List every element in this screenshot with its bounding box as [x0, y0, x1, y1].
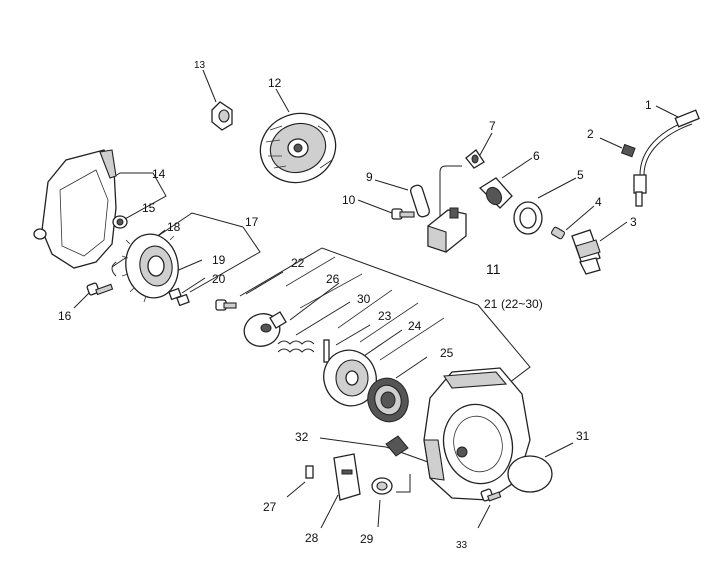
part-27-block	[305, 465, 314, 479]
part-29-grommet	[371, 477, 393, 495]
part-10-screw	[391, 208, 415, 220]
callout-17: 17	[245, 215, 259, 229]
callout-3: 3	[630, 215, 637, 229]
part-5-washer	[513, 201, 543, 235]
part-3-spark-plug	[571, 229, 601, 275]
callout-9: 9	[366, 170, 373, 184]
callout-2: 2	[587, 127, 594, 141]
callout-10: 10	[342, 193, 356, 207]
part-26-plate	[243, 311, 287, 347]
callout-22: 22	[291, 256, 305, 270]
part-13-nut	[211, 101, 233, 131]
part-28-handle	[333, 453, 361, 501]
callout-29: 29	[360, 532, 374, 546]
callout-33: 33	[456, 540, 468, 551]
callout-12: 12	[268, 76, 282, 90]
part-23-pin	[323, 339, 330, 363]
callout-24: 24	[408, 319, 422, 333]
callout-13: 13	[194, 60, 206, 71]
callout-6: 6	[533, 149, 540, 163]
part-11-ignition-coil	[427, 165, 467, 253]
callout-28: 28	[305, 531, 319, 545]
callout-1: 1	[645, 98, 652, 112]
part-16-bolt	[86, 282, 114, 296]
part-18-pulley	[121, 233, 179, 303]
callout-32: 32	[295, 430, 309, 444]
callout-20: 20	[212, 272, 226, 286]
part-20-pawl	[168, 287, 190, 307]
callout-21-range: (22~30)	[501, 297, 543, 311]
callout-25: 25	[440, 346, 454, 360]
part-7-clip	[465, 149, 485, 169]
callout-23: 23	[378, 309, 392, 323]
callout-11: 11	[486, 261, 501, 277]
part-2-nut	[620, 143, 636, 158]
callout-labels: 1 2 3 4 5 6 7 9 10 11 12 13 14 15 16 17 …	[58, 60, 652, 551]
part-30-spring	[277, 340, 315, 353]
callout-5: 5	[577, 168, 584, 182]
part-33-bolt	[480, 488, 502, 502]
part-24-reel	[323, 349, 377, 407]
part-6-plug-cap	[478, 177, 513, 209]
callout-4: 4	[595, 195, 602, 209]
part-12-flywheel	[259, 112, 337, 184]
callout-27: 27	[263, 500, 277, 514]
part-14-shroud	[33, 149, 117, 269]
part-31-gasket	[507, 455, 553, 493]
part-19-clip	[111, 261, 117, 277]
callout-14: 14	[152, 167, 166, 181]
part-32-cam	[385, 435, 409, 457]
part-21-starter-housing	[423, 367, 531, 501]
part-1-lead-wire	[633, 109, 700, 207]
callout-26: 26	[326, 272, 340, 286]
callout-18: 18	[167, 220, 181, 234]
callout-31: 31	[576, 429, 590, 443]
part-15-nut	[112, 215, 128, 229]
callout-21: 21	[484, 297, 498, 311]
part-22-screw	[215, 299, 237, 311]
callout-30: 30	[357, 292, 371, 306]
callout-19: 19	[212, 253, 226, 267]
callout-16: 16	[58, 309, 72, 323]
callout-15: 15	[142, 201, 156, 215]
part-25-recoil-spring	[367, 377, 409, 423]
part-4-spring	[550, 226, 566, 240]
callout-7: 7	[489, 119, 496, 133]
part-9-spacer	[409, 184, 431, 218]
